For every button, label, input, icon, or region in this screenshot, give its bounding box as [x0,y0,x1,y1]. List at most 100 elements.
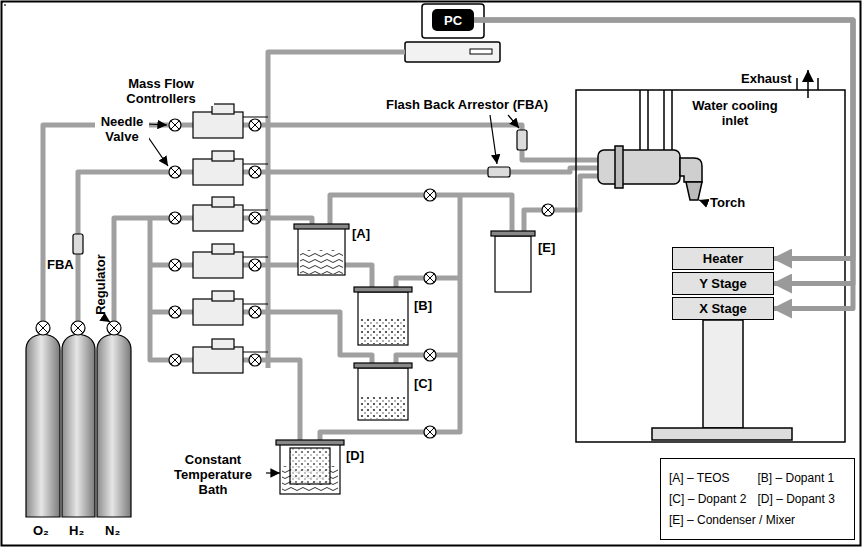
legend-box: [A] – TEOS[B] – Dopant 1[C] – Dopant 2[D… [660,458,855,540]
gas-pipe [78,172,193,323]
gas-cylinder [97,334,131,517]
stage-box: X Stage [672,297,774,320]
gas-name: H₂ [68,523,85,538]
part-label: Exhaust [740,71,793,86]
needle-valve [249,259,261,271]
stage-box: Y Stage [672,272,774,295]
gas-cylinder [62,334,95,517]
bubbler [354,363,412,368]
flash-back-arrestor [73,234,83,254]
gas-pipe [43,125,193,323]
bubbler [360,318,406,344]
gas-pipe [243,360,300,442]
needle-valve [169,212,181,224]
valve-cross [426,191,434,199]
gas-pipe [243,168,598,172]
bubbler [495,236,531,292]
flash-back-arrestor [517,130,527,150]
needle-valve [169,306,181,318]
gas-pipe [243,125,598,160]
valve-cross [251,121,259,129]
needle-valve [249,212,261,224]
leader-arrow [508,115,519,128]
leader-arrow [104,318,110,322]
valve-cross [73,323,83,333]
part-label: Mass Flow Controllers [108,76,214,106]
bubbler [300,250,343,274]
callout-letter: [E] [537,240,556,255]
bubbler [276,440,344,445]
mass-flow-controller [212,244,234,254]
needle-valve [249,354,261,366]
needle-valve [169,354,181,366]
mass-flow-controller [212,197,234,207]
mass-flow-controller [193,252,243,278]
needle-valve [424,189,436,201]
box-label: Heater [703,251,743,266]
bubbler [354,287,412,292]
valve-cross [251,261,259,269]
bubbler [294,224,349,229]
box-label: X Stage [699,301,747,316]
legend-entry: [E] – Condenser / Mixer [669,513,846,528]
leader-arrow [490,115,497,164]
bubbler [358,292,408,345]
valve-cross [426,274,434,282]
deposition-chamber [807,70,809,98]
valve-cross [251,168,259,176]
legend-entry: [B] – Dopant 1 [758,471,847,486]
deposition-chamber [598,150,680,184]
valve-cross [171,168,179,176]
mass-flow-controller [193,299,243,325]
control-connector [474,20,853,284]
needle-valve [249,306,261,318]
pc-box: PC [432,9,474,31]
leader-arrow [104,115,707,473]
valve-cross [38,323,48,333]
mass-flow-controller [212,339,234,349]
needle-valve [169,166,181,178]
bubbler [280,444,340,494]
valve-cross [171,214,179,222]
computer [405,4,500,62]
valve-cross [251,356,259,364]
valve-cross [544,206,552,214]
leader-arrow [699,200,707,203]
needle-valve [249,119,261,131]
needle-valve [424,272,436,284]
legend-entry: [C] – Dopant 2 [669,492,758,507]
valve-cross [171,308,179,316]
control-connector [474,20,853,259]
callout-letter: [D] [345,448,365,463]
callout-letter: [C] [413,376,433,391]
mass-flow-controller [193,347,243,373]
needle-valve [71,321,85,335]
box-label: PC [444,13,462,28]
deposition-chamber [640,90,672,150]
valve-cross [4,4,5,5]
needle-valve [424,349,436,361]
callout-letter: [A] [351,226,371,241]
box-label: Y Stage [699,276,746,291]
valve-cross [171,121,179,129]
leader-arrow [266,472,280,473]
needle-valve [424,426,436,438]
needle-valve [169,259,181,271]
mass-flow-controller [193,104,243,373]
needle-valve [542,204,554,216]
mass-flow-controller [193,159,243,185]
part-label: Torch [709,195,746,210]
valve-cross [251,214,259,222]
mass-flow-controller [212,151,234,161]
bubbler [491,231,535,236]
computer [470,49,492,54]
valve-cross [251,308,259,316]
gas-cylinder [26,334,131,517]
valve-cross [171,261,179,269]
needle-valve [36,321,50,335]
deposition-chamber [652,428,792,440]
deposition-chamber [576,90,845,442]
valve-cross [1,1,3,3]
legend-entry: [A] – TEOS [669,471,758,486]
